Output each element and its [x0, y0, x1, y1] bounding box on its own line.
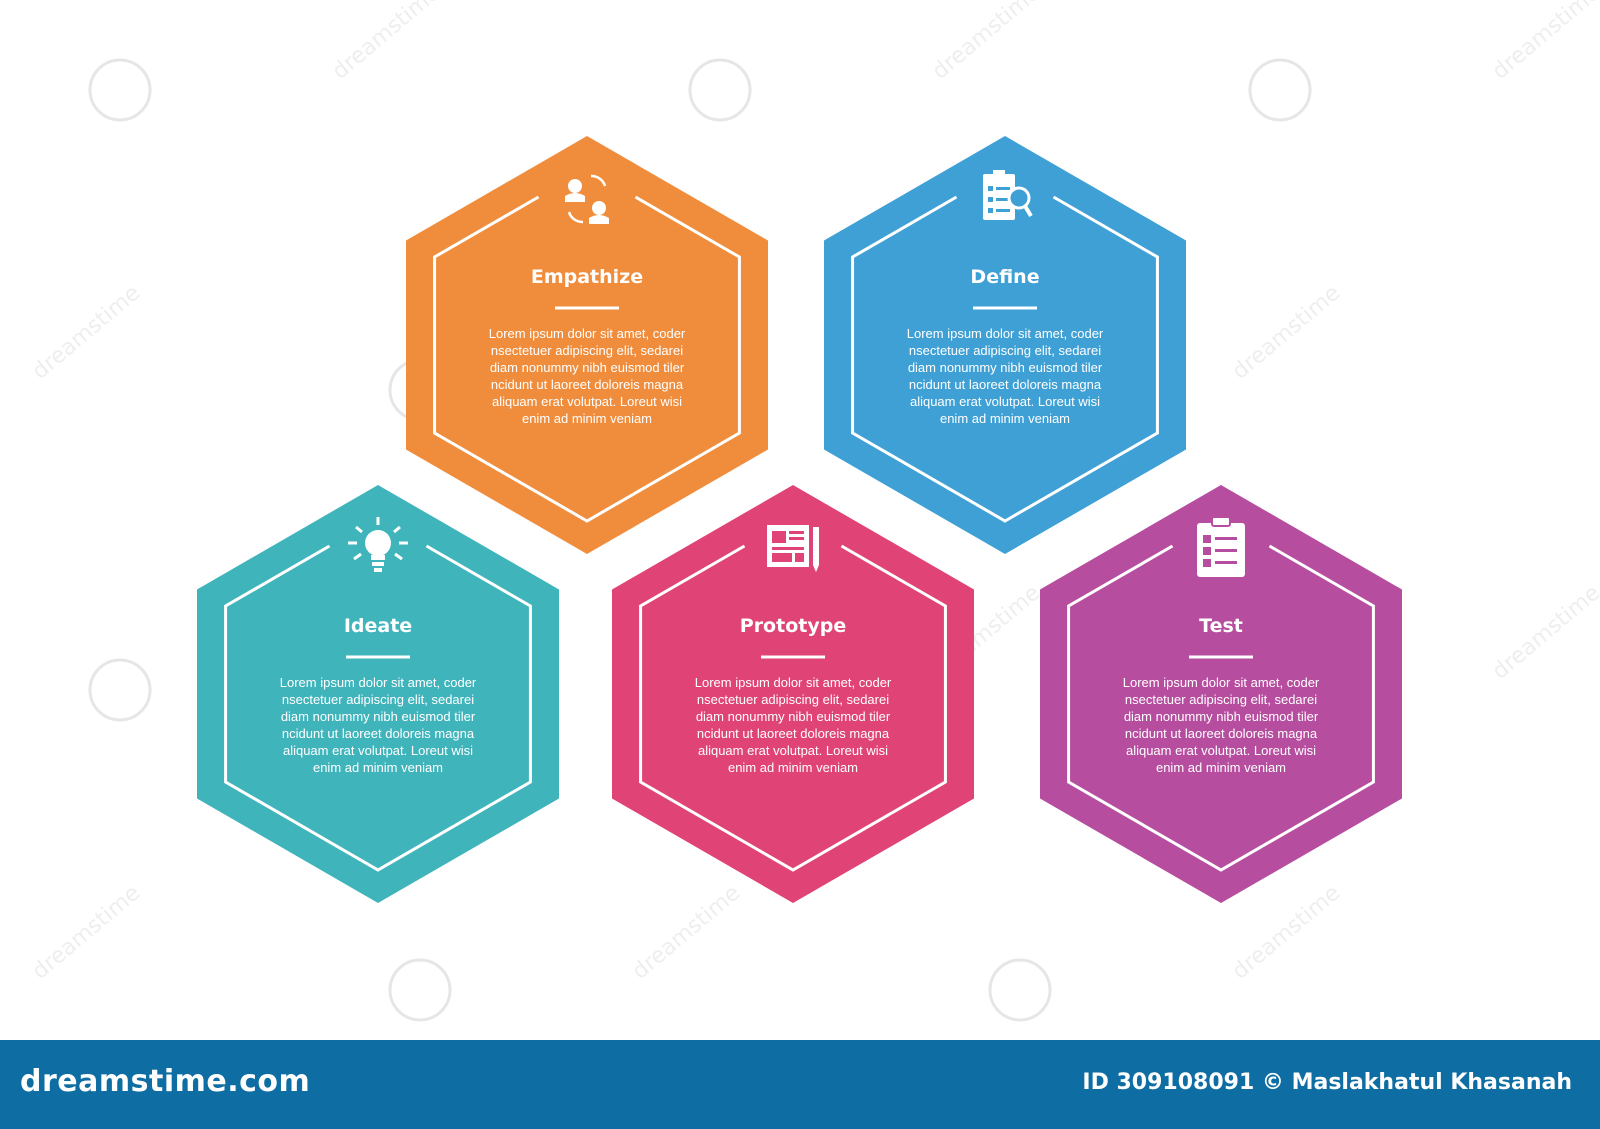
- hexagon-inner-outline: [433, 195, 741, 523]
- hexagon-inner-outline: [1067, 544, 1375, 872]
- hexagon-prototype: Prototype Lorem ipsum dolor sit amet, co…: [612, 485, 974, 903]
- footer-bar: dreamstime.com ID 309108091 © Maslakhatu…: [0, 1040, 1600, 1129]
- hexagon-shape: [197, 485, 559, 903]
- watermark-spiral-icon: [88, 658, 152, 722]
- watermark-text: dreamstime: [1228, 281, 1345, 385]
- hexagon-inner-outline: [851, 195, 1159, 523]
- watermark-text: dreamstime: [928, 0, 1045, 85]
- two-heads-exchange-icon: [565, 174, 609, 224]
- hexagon-shape: [1040, 485, 1402, 903]
- hexagon-define: Define Lorem ipsum dolor sit amet, coder…: [824, 136, 1186, 554]
- watermark-spiral-icon: [88, 58, 152, 122]
- watermark-spiral-icon: [388, 958, 452, 1022]
- hexagon-shape: [406, 136, 768, 554]
- watermark-text: dreamstime: [1488, 581, 1600, 685]
- hexagon-title: Define: [970, 266, 1039, 288]
- hexagon-inner-outline: [224, 544, 532, 872]
- image-credit: ID 309108091 © Maslakhatul Khasanah: [1082, 1070, 1572, 1095]
- site-logo-text: dreamstime.com: [20, 1064, 311, 1099]
- hexagon-empathize: Empathize Lorem ipsum dolor sit amet, co…: [406, 136, 768, 554]
- blueprint-pencil-icon: [767, 525, 819, 572]
- hexagon-title: Test: [1199, 615, 1243, 637]
- lightbulb-icon: [348, 517, 408, 572]
- hexagon-title: Prototype: [740, 615, 846, 637]
- hexagon-inner-outline: [639, 544, 947, 872]
- watermark-text: dreamstime: [328, 0, 445, 85]
- hexagon-title: Empathize: [531, 266, 643, 288]
- clipboard-checklist-icon: [1197, 516, 1245, 577]
- hexagon-shape: [612, 485, 974, 903]
- watermark-text: dreamstime: [28, 281, 145, 385]
- watermark-text: dreamstime: [28, 881, 145, 985]
- watermark-text: dreamstime: [1228, 881, 1345, 985]
- watermark-spiral-icon: [688, 58, 752, 122]
- watermark-spiral-icon: [988, 958, 1052, 1022]
- watermark-spiral-icon: [1248, 58, 1312, 122]
- hexagon-shape: [824, 136, 1186, 554]
- hexagon-title: Ideate: [344, 615, 412, 637]
- hexagon-ideate: Ideate Lorem ipsum dolor sit amet, coder…: [197, 485, 559, 903]
- hexagon-diagram: dreamstime dreamstime dreamstime dreamstime…: [28, 0, 1600, 1022]
- watermark-text: dreamstime: [628, 881, 745, 985]
- watermark-text: dreamstime: [1488, 0, 1600, 85]
- checklist-magnifier-icon: [983, 170, 1033, 220]
